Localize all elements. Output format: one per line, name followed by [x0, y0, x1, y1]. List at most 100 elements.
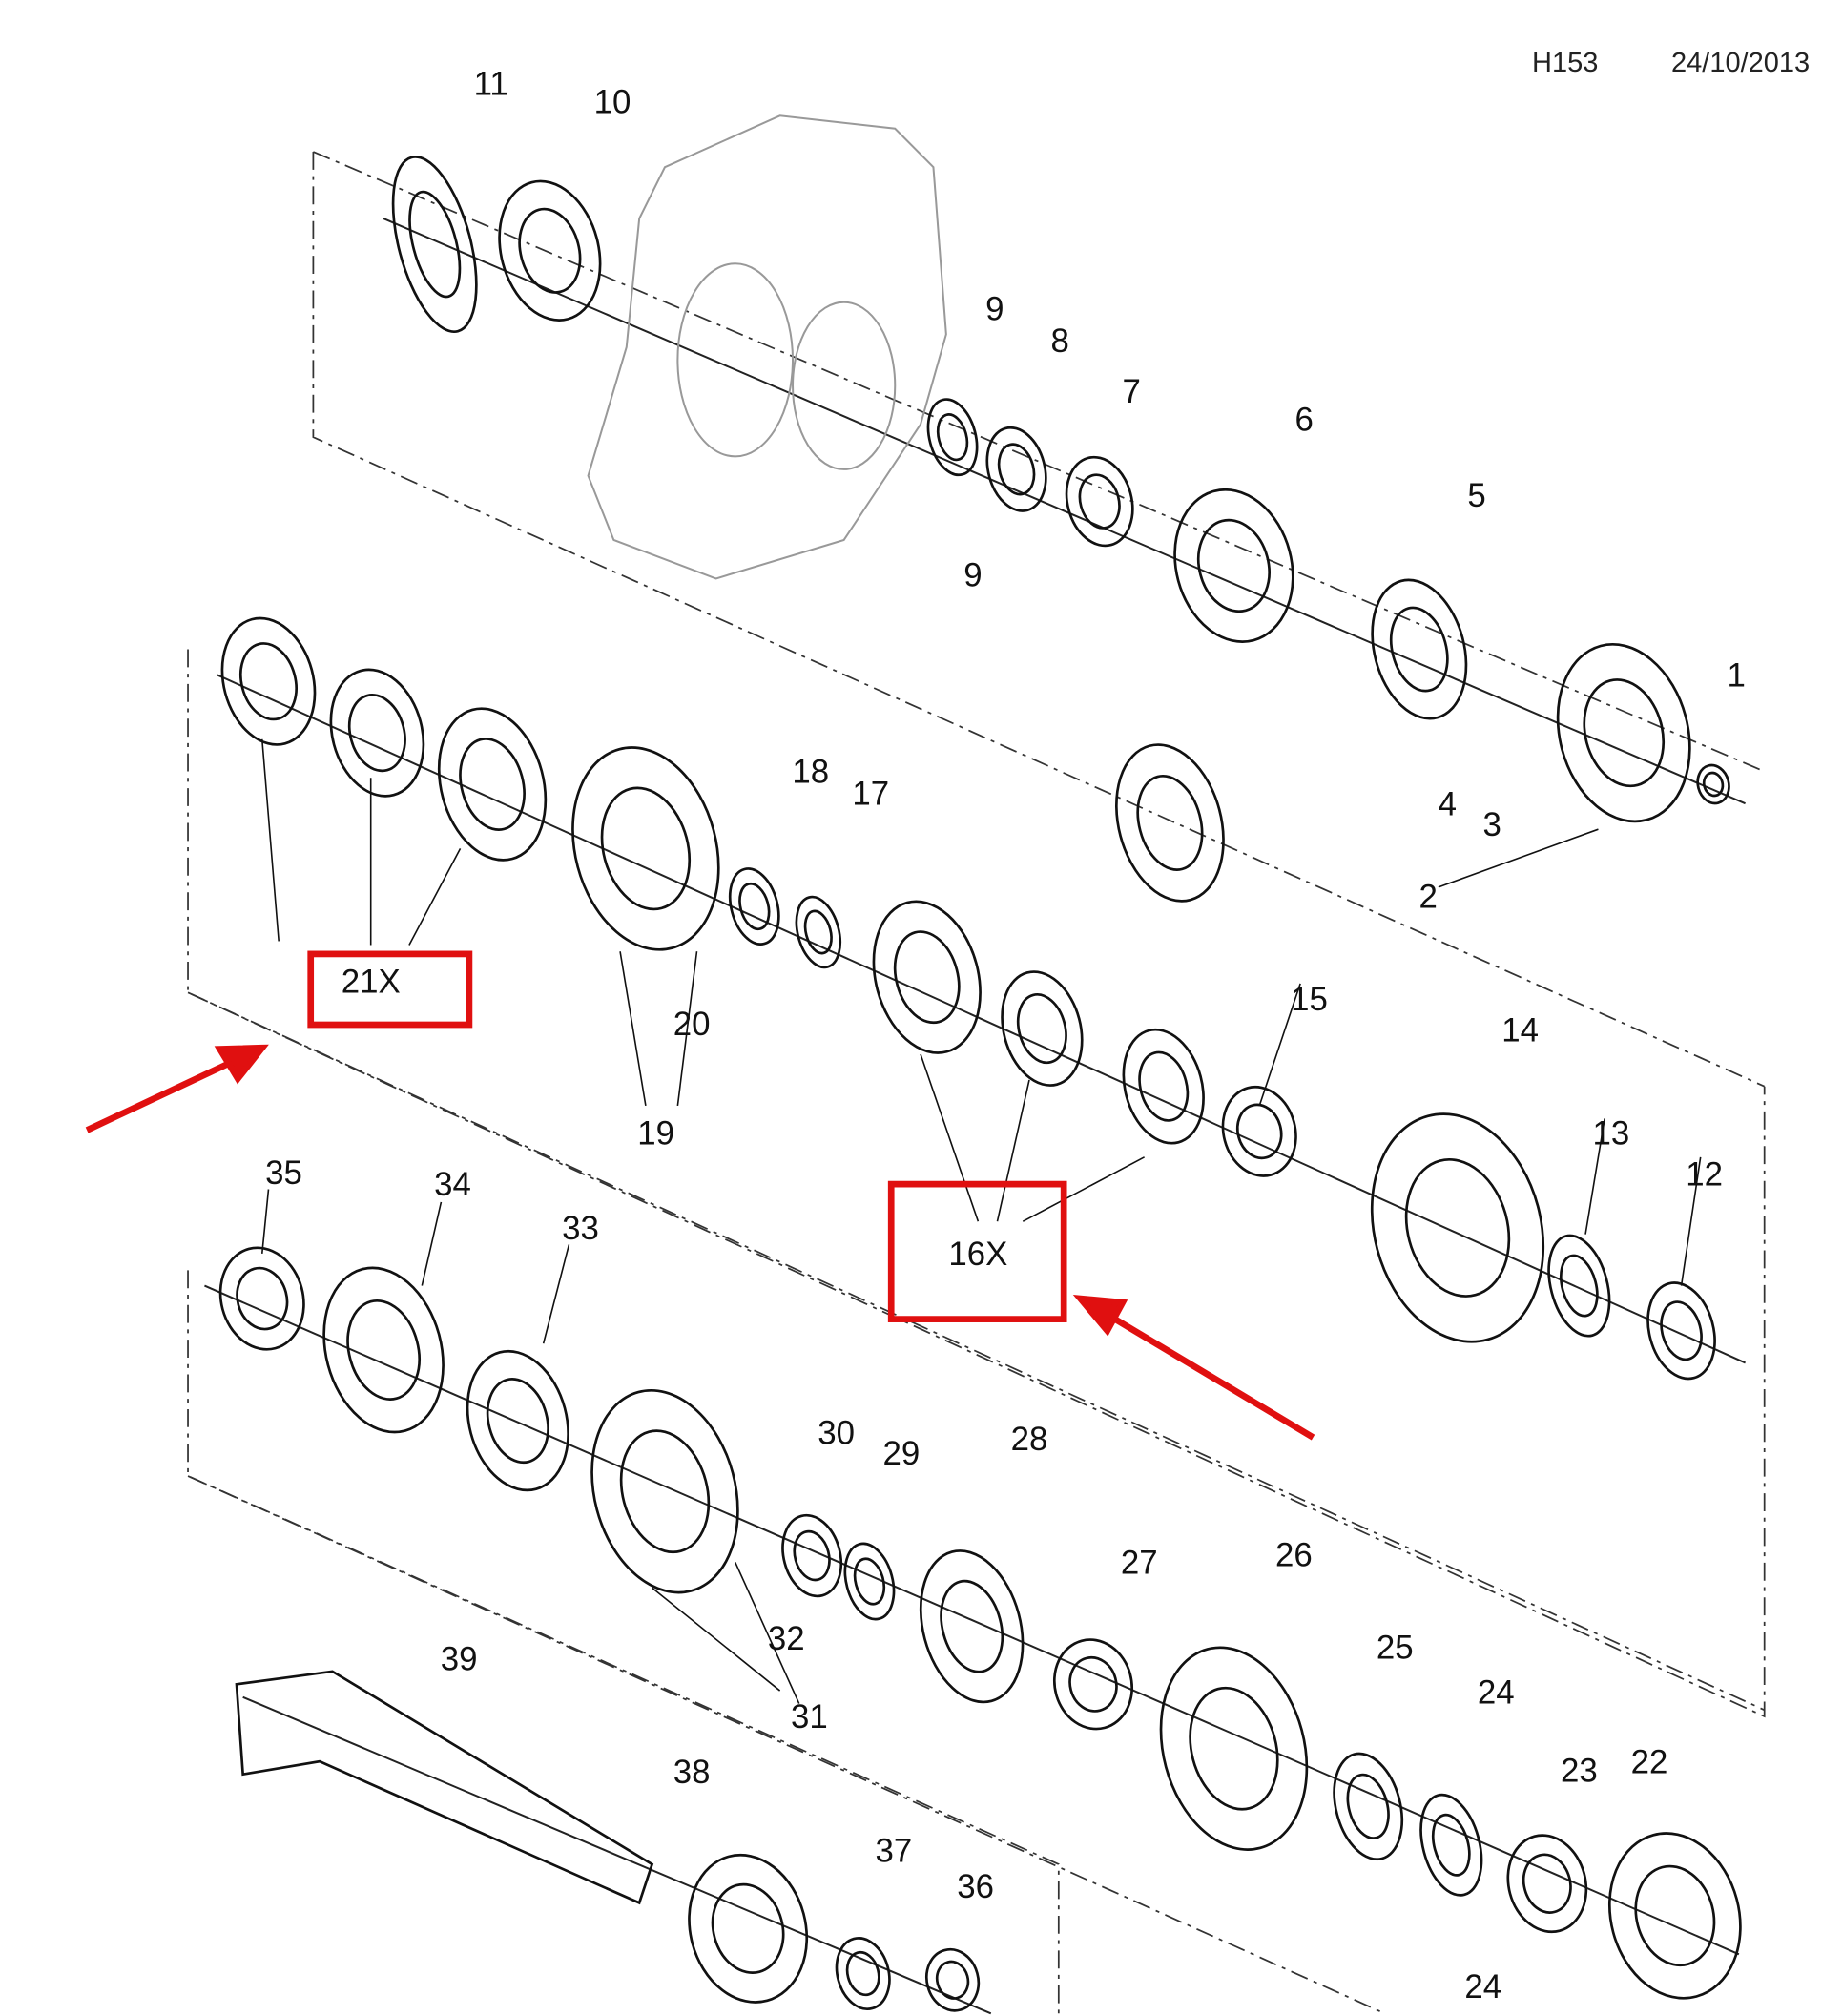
- leader-line: [619, 951, 647, 1107]
- synchro-ring-part: [940, 1579, 1004, 1673]
- synchro-ring-part: [1122, 1028, 1205, 1145]
- gear-part: [1196, 518, 1271, 613]
- group-frame-1: [312, 152, 1766, 1088]
- circlip-part: [1696, 763, 1730, 805]
- ring-part: [997, 443, 1036, 496]
- gear-part: [1173, 488, 1294, 643]
- ring-part: [781, 1513, 843, 1598]
- bearing-part: [498, 179, 602, 322]
- thrust-washer-part: [1419, 1793, 1483, 1897]
- synchro-ring-part: [1389, 606, 1449, 693]
- diagram-code: H153: [1532, 48, 1599, 78]
- callout-34: 34: [434, 1166, 471, 1203]
- ring-part: [985, 426, 1047, 512]
- leader-line: [1438, 828, 1599, 888]
- callout-35: 35: [265, 1154, 302, 1192]
- synchro-ring-part: [466, 1349, 569, 1492]
- callout-38: 38: [673, 1754, 711, 1791]
- synchro-ring-part: [919, 1549, 1025, 1704]
- snap-ring-part: [408, 190, 462, 299]
- gear-part: [322, 1266, 445, 1434]
- bearing-part: [711, 1882, 785, 1974]
- bearing-part: [688, 1853, 809, 2004]
- gear-part: [1404, 1157, 1511, 1298]
- callout-2: 2: [1418, 878, 1437, 915]
- synchro-hub-part: [1556, 643, 1691, 823]
- synchro-hub-part: [619, 1429, 711, 1554]
- axis-line-4: [242, 1695, 992, 2015]
- callout-37: 37: [876, 1832, 913, 1869]
- callout-9: 9: [963, 556, 982, 593]
- synchro-ring-part: [220, 616, 317, 746]
- callout-27: 27: [1121, 1544, 1158, 1581]
- synchro-ring-part: [893, 930, 961, 1025]
- needle-bearing-part: [1065, 455, 1134, 548]
- ring-part: [835, 1937, 891, 2010]
- leader-line: [996, 1079, 1030, 1222]
- leader-line: [1680, 1156, 1702, 1286]
- circlip-part: [1702, 771, 1725, 798]
- needle-bearing-part: [218, 1246, 305, 1351]
- axis-line-1: [383, 218, 1746, 805]
- snap-ring-part: [391, 156, 478, 334]
- gear-part: [346, 1299, 421, 1401]
- callout-25: 25: [1377, 1629, 1414, 1666]
- group-frame-2-bottom: [187, 991, 1766, 1712]
- leader-line: [920, 1053, 980, 1222]
- callout-8: 8: [1050, 322, 1068, 360]
- gearbox-housing: [587, 114, 947, 580]
- needle-bearing-part: [1506, 1834, 1588, 1934]
- thrust-washer-part: [1431, 1813, 1471, 1877]
- callout-26: 26: [1275, 1536, 1313, 1573]
- callout-11: 11: [474, 66, 508, 103]
- washer-part: [1646, 1281, 1716, 1381]
- ring-part: [728, 867, 780, 946]
- synchro-ring-part: [1138, 1050, 1190, 1122]
- needle-bearing-part: [1052, 1638, 1134, 1731]
- callout-16x: 16X: [948, 1236, 1007, 1273]
- leader-line: [408, 848, 462, 946]
- callout-18: 18: [792, 754, 829, 791]
- synchro-ring-part: [1371, 578, 1468, 720]
- needle-bearing-part: [1235, 1103, 1283, 1160]
- callout-3: 3: [1482, 806, 1501, 843]
- leader-line: [421, 1201, 443, 1286]
- needle-bearing-part: [236, 1266, 289, 1331]
- needle-bearing-part: [1068, 1655, 1118, 1713]
- ring-part: [803, 909, 833, 955]
- red-arrow-left: [85, 1053, 245, 1133]
- synchro-ring-part: [1136, 774, 1204, 871]
- ring-part: [925, 1947, 981, 2012]
- ring-part: [843, 1542, 896, 1621]
- cone-ring-part: [1016, 993, 1067, 1065]
- gear-part: [1189, 1686, 1279, 1811]
- callout-32: 32: [768, 1620, 805, 1657]
- ring-part: [793, 1529, 831, 1582]
- synchro-ring-part: [486, 1378, 549, 1465]
- callout-30: 30: [818, 1414, 855, 1451]
- leader-line: [260, 1189, 270, 1254]
- callout-1: 1: [1728, 657, 1746, 695]
- ring-part: [853, 1557, 886, 1606]
- input-shaft-part: [235, 1670, 654, 1905]
- callout-17: 17: [852, 775, 889, 812]
- synchro-ring-part: [239, 642, 298, 721]
- callout-36: 36: [957, 1868, 994, 1905]
- leader-line: [676, 951, 698, 1107]
- red-arrow-left-head: [214, 1044, 269, 1085]
- axis-line-3: [204, 1284, 1740, 1956]
- highlight-box-16x: [887, 1180, 1067, 1322]
- synchro-hub-part: [590, 1388, 739, 1594]
- red-arrow-right-head: [1072, 1294, 1128, 1337]
- callout-15: 15: [1291, 981, 1328, 1018]
- callout-23: 23: [1561, 1753, 1598, 1790]
- gear-hub-part: [571, 746, 720, 951]
- callout-29: 29: [883, 1435, 921, 1472]
- diagram-date: 24/10/2013: [1671, 48, 1811, 78]
- callout-6: 6: [1294, 401, 1313, 438]
- callout-31: 31: [791, 1698, 828, 1735]
- callout-19: 19: [637, 1114, 674, 1152]
- needle-bearing-part: [1522, 1853, 1572, 1914]
